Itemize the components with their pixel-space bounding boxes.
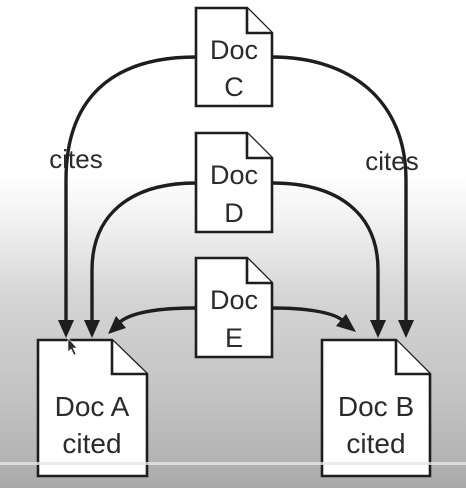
doc-d-label-line2: D [224, 198, 244, 228]
doc-d: Doc D [194, 131, 274, 234]
doc-c-label-line1: Doc [210, 35, 258, 65]
video-progress-line [0, 462, 466, 465]
doc-e-label-line1: Doc [210, 285, 258, 315]
arrow-c-to-a [58, 55, 197, 338]
doc-b-cited: Doc B cited [320, 338, 432, 478]
doc-d-label-line1: Doc [210, 160, 258, 190]
doc-e-label-line2: E [225, 323, 243, 353]
cites-label-left: cites [49, 144, 102, 174]
doc-a-label-line1: Doc A [55, 391, 130, 422]
arrow-e-to-a [108, 306, 197, 334]
doc-e: Doc E [194, 256, 274, 359]
arrow-d-to-b [271, 181, 386, 338]
doc-b-label-line1: Doc B [338, 391, 414, 422]
doc-a-label-line2: cited [62, 428, 121, 459]
arrow-e-to-b [271, 306, 356, 332]
doc-a-cited: Doc A cited [36, 338, 149, 478]
doc-b-label-line2: cited [346, 428, 405, 459]
doc-c: Doc C [194, 6, 274, 108]
arrow-d-to-a [84, 181, 197, 338]
doc-c-label-line2: C [224, 72, 244, 102]
cites-label-right: cites [365, 146, 418, 176]
arrow-c-to-b [271, 55, 414, 338]
mouse-cursor-icon [67, 337, 78, 356]
